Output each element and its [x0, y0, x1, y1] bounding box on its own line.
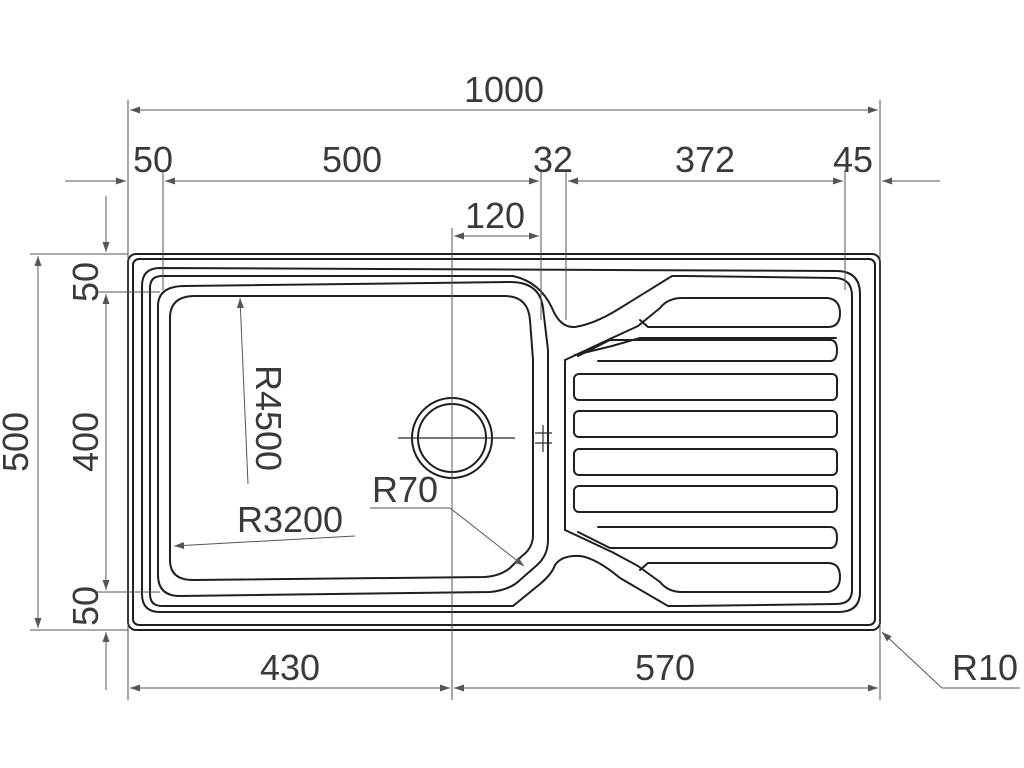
deck-outline — [141, 267, 861, 613]
extension-lines — [30, 100, 881, 700]
dimension-lines — [34, 106, 1020, 692]
radius-side-label: R4500 — [248, 365, 289, 471]
sink-body — [127, 253, 881, 631]
drainer-rib — [573, 448, 838, 476]
bowl-inner — [169, 295, 534, 581]
drain-left-label: 430 — [260, 647, 320, 688]
drainer-chevron-inner — [574, 337, 837, 356]
bowl-outer — [157, 281, 549, 597]
drainer-groove-bottom — [564, 529, 841, 593]
bowl-width-label: 500 — [322, 139, 382, 180]
radius-bottom-label: R3200 — [237, 499, 343, 540]
bowl-neck-top — [512, 275, 685, 329]
overall-width-label: 1000 — [464, 69, 544, 110]
bowl-depth-label: 400 — [65, 412, 106, 472]
drain-right-label: 570 — [635, 647, 695, 688]
left-margin-label: 50 — [133, 139, 173, 180]
drainer-rib-top — [577, 339, 838, 362]
corner-radius-label: R10 — [952, 647, 1018, 688]
bowl-neck-bottom — [512, 554, 685, 607]
drain-radius-label: R70 — [372, 469, 438, 510]
drainer-ribs — [573, 339, 838, 549]
gap-label: 32 — [533, 139, 573, 180]
bottom-margin-label: 50 — [65, 586, 106, 626]
drain-offset-label: 120 — [465, 195, 525, 236]
deck-outline-inner — [149, 275, 853, 607]
outer-rim-inner — [132, 258, 876, 626]
drainer-rib — [573, 410, 838, 438]
top-margin-label: 50 — [65, 262, 106, 302]
dimension-labels: 1000 50 500 32 372 45 120 430 570 R10 R7… — [0, 69, 1018, 688]
drainer-groove-top — [564, 297, 841, 361]
overall-depth-label: 500 — [0, 412, 36, 472]
right-margin-label: 45 — [833, 139, 873, 180]
drainer-width-label: 372 — [675, 139, 735, 180]
drainer-rib-bottom — [577, 526, 838, 549]
drain-hole — [398, 397, 552, 479]
drainer-rib — [573, 485, 838, 513]
drainer-rib — [573, 373, 838, 401]
